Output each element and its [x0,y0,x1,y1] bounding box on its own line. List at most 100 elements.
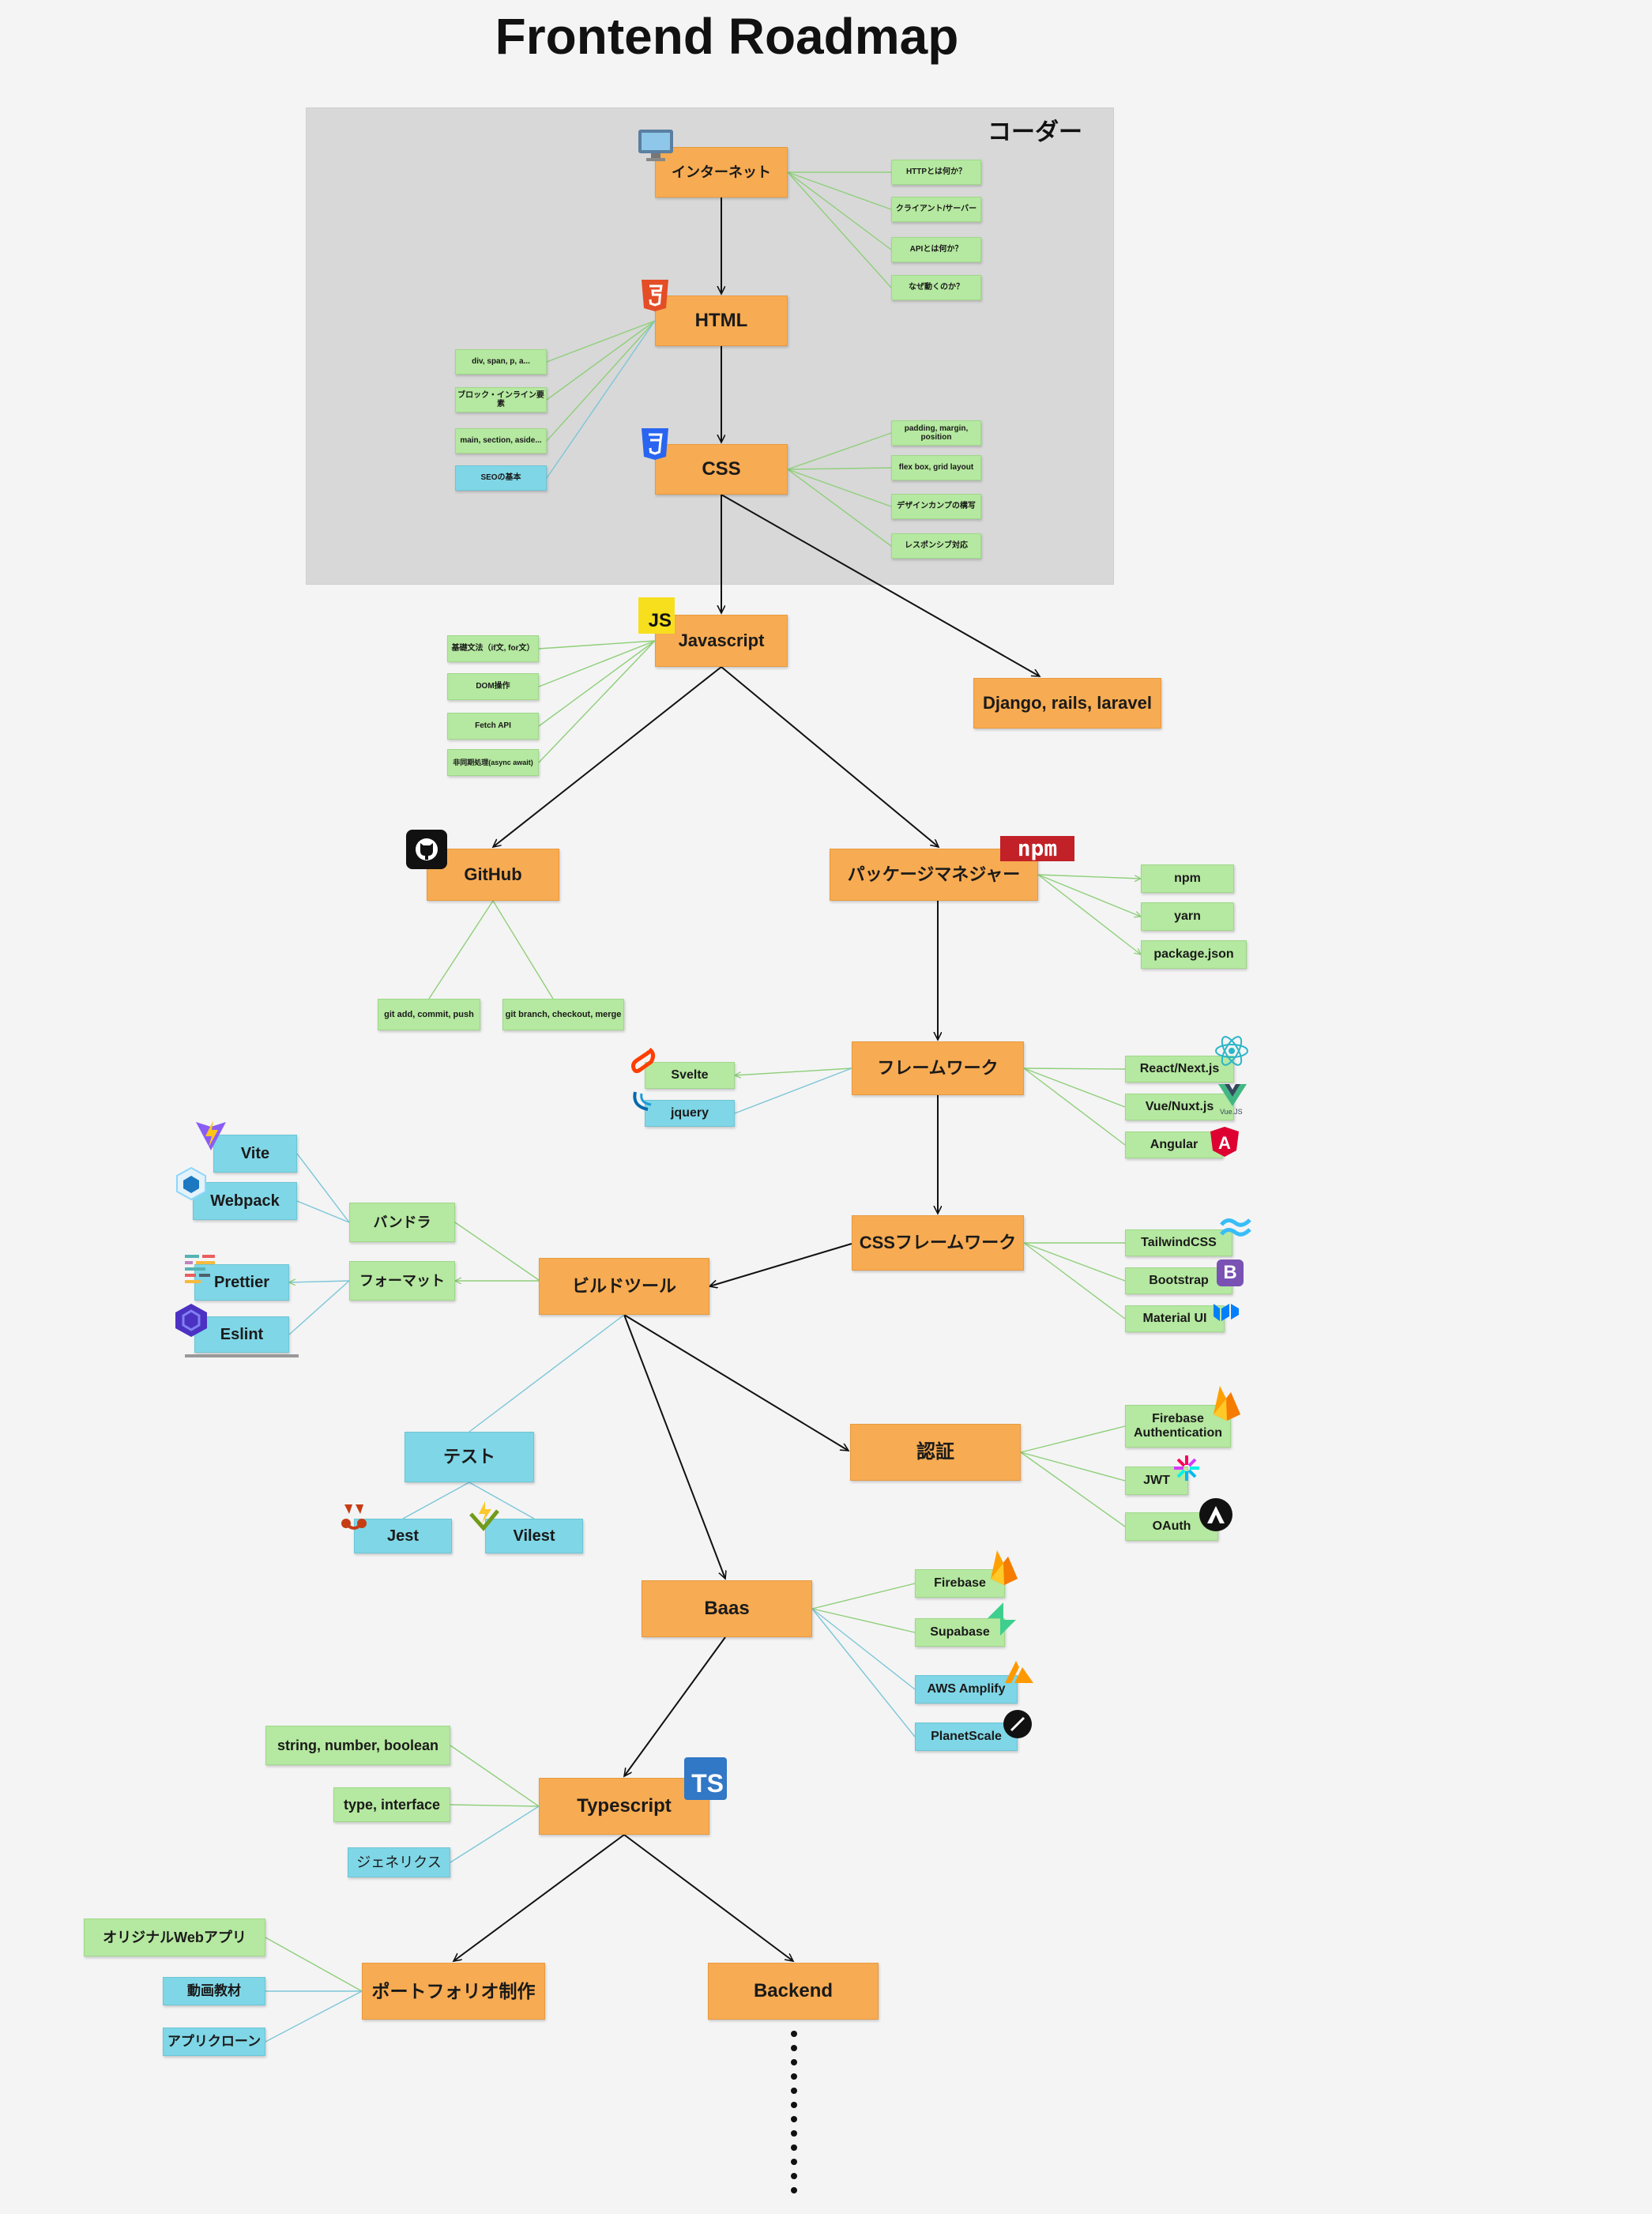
node-vue[interactable]: Vue/Nuxt.js [1125,1094,1234,1120]
node-yarn[interactable]: yarn [1141,902,1234,931]
planetscale-icon [1003,1710,1032,1738]
node-internet[interactable]: インターネット [655,147,788,198]
edge-ts-portfolio [453,1834,625,1961]
node-firebase-auth[interactable]: Firebase Authentication [1125,1405,1231,1448]
eslint-icon [172,1302,210,1339]
node-react[interactable]: React/Next.js [1125,1056,1234,1083]
node-planetscale[interactable]: PlanetScale [915,1723,1018,1751]
vitest-icon [468,1500,501,1533]
node-bootstrap[interactable]: Bootstrap [1125,1267,1232,1294]
node-flex[interactable]: flex box, grid layout [891,455,981,480]
node-jquery[interactable]: jquery [645,1100,735,1127]
node-padding[interactable]: padding, margin, position [891,420,981,446]
vue-icon: Vue.JS [1217,1083,1248,1120]
node-dom[interactable]: DOM操作 [447,673,539,700]
edge-cssframework-buildtool [709,1243,852,1286]
node-api-what[interactable]: APIとは何か？ [891,237,981,262]
node-original-app[interactable]: オリジナルWebアプリ [84,1918,265,1956]
node-backend[interactable]: Backend [708,1963,879,2020]
edge-framework-jquery [734,1067,852,1114]
node-angular[interactable]: Angular [1125,1131,1223,1158]
node-framework[interactable]: フレームワーク [852,1041,1024,1095]
node-video[interactable]: 動画教材 [163,1977,265,2005]
edge-pm-sub [1037,874,1141,917]
github-icon [406,830,447,869]
firebase-icon [988,1547,1021,1587]
node-baas[interactable]: Baas [642,1580,812,1637]
edge-portfolio-clone [265,1990,363,2043]
edge-js-package-manager [721,666,939,847]
node-django[interactable]: Django, rails, laravel [973,678,1161,729]
node-ts-interface[interactable]: type, interface [333,1787,450,1822]
node-jest[interactable]: Jest [354,1519,452,1553]
edge-internet-sub [787,171,892,288]
node-tailwind[interactable]: TailwindCSS [1125,1229,1232,1256]
node-jwt[interactable]: JWT [1125,1467,1188,1495]
node-auth[interactable]: 認証 [850,1424,1021,1481]
node-test[interactable]: テスト [405,1432,534,1482]
node-javascript[interactable]: Javascript [655,615,788,667]
node-css[interactable]: CSS [655,444,788,495]
node-github[interactable]: GitHub [427,849,559,901]
node-eslint[interactable]: Eslint [194,1316,289,1353]
edge-baas-firebase [811,1583,916,1610]
node-http[interactable]: HTTPとは何か？ [891,160,981,185]
node-webpack[interactable]: Webpack [193,1182,297,1220]
node-npm[interactable]: npm [1141,864,1234,893]
node-oauth[interactable]: OAuth [1125,1512,1218,1541]
edge-html-sub [546,320,656,401]
node-design[interactable]: デザインカンプの構写 [891,494,981,519]
edge-github-branch [492,900,554,1000]
node-async[interactable]: 非同期処理(async await) [447,749,539,776]
node-amplify[interactable]: AWS Amplify [915,1675,1018,1704]
node-html[interactable]: HTML [655,296,788,346]
node-css-framework[interactable]: CSSフレームワーク [852,1215,1024,1271]
node-prettier[interactable]: Prettier [194,1264,289,1301]
node-git-branch[interactable]: git branch, checkout, merge [502,999,624,1030]
node-fetch[interactable]: Fetch API [447,713,539,740]
edge-framework-sub [1023,1067,1126,1070]
node-git-add[interactable]: git add, commit, push [378,999,480,1030]
node-package-json[interactable]: package.json [1141,940,1247,969]
node-js-basic[interactable]: 基礎文法（if文, for文） [447,635,539,662]
node-bundler[interactable]: バンドラ [349,1203,455,1242]
node-supabase[interactable]: Supabase [915,1618,1005,1647]
node-vilest[interactable]: Vilest [485,1519,583,1553]
continuation-dot [791,2031,797,2037]
node-firebase[interactable]: Firebase [915,1569,1005,1598]
edge-baas-typescript [624,1636,726,1776]
node-portfolio[interactable]: ポートフォリオ制作 [362,1963,545,2020]
node-responsive[interactable]: レスポンシブ対応 [891,533,981,559]
edge-framework-sub [1023,1067,1126,1108]
node-clone[interactable]: アプリクローン [163,2028,265,2056]
node-generics[interactable]: ジェネリクス [348,1847,450,1877]
edge-html-sub [546,320,656,442]
prettier-icon [183,1252,220,1288]
node-semantic[interactable]: main, section, aside... [455,428,547,454]
node-seo[interactable]: SEOの基本 [455,465,547,491]
typescript-icon: TS [684,1757,727,1800]
tailwind-icon [1218,1215,1253,1239]
node-format[interactable]: フォーマット [349,1261,455,1301]
continuation-dot [791,2045,797,2051]
node-material[interactable]: Material UI [1125,1305,1225,1332]
aws-amplify-icon [1002,1656,1037,1686]
edge-auth-jwt [1020,1452,1126,1482]
node-vite[interactable]: Vite [213,1135,297,1173]
coder-region-label: コーダー [988,119,1082,145]
edge-html-seo [546,320,656,479]
edge-js-sub [538,640,656,650]
node-why-works[interactable]: なぜ動くのか？ [891,275,981,300]
node-typescript[interactable]: Typescript [539,1778,709,1835]
css3-icon [640,427,670,461]
node-html-tags[interactable]: div, span, p, a... [455,349,547,375]
node-ts-types[interactable]: string, number, boolean [265,1726,450,1765]
node-block-inline[interactable]: ブロック・インライン要素 [455,387,547,412]
edge-js-sub [538,640,656,687]
edge-cssframework-sub [1023,1242,1126,1282]
node-svelte[interactable]: Svelte [645,1062,735,1089]
node-build-tool[interactable]: ビルドツール [539,1258,709,1315]
node-client-server[interactable]: クライアント/サーバー [891,197,981,222]
edge-cssframework-sub [1023,1242,1126,1320]
edge-ts-backend [623,1834,793,1961]
